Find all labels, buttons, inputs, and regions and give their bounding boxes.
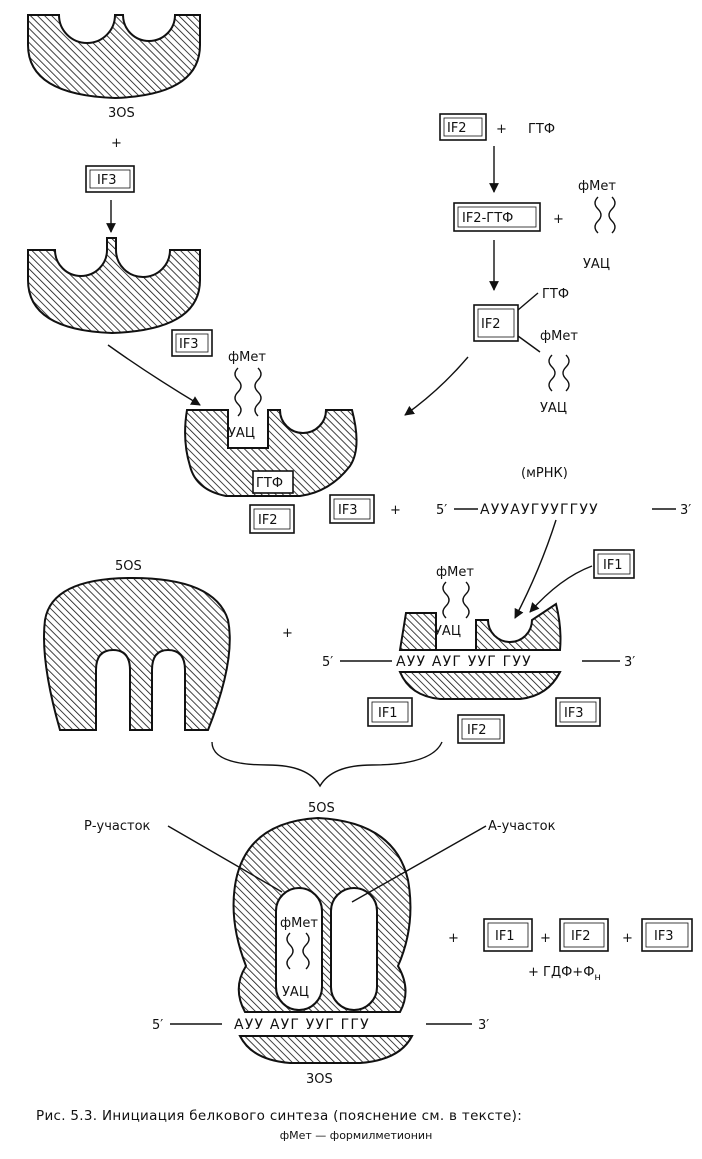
- p-site-pocket: [275, 887, 323, 1011]
- p-site-label: Р-участок: [84, 819, 151, 834]
- if2-factor-label: IF2: [481, 317, 501, 332]
- if1-factor-box: [367, 697, 413, 727]
- subunit-30s-top-label: 3OS: [108, 106, 135, 121]
- if2-factor-label: IF2: [258, 513, 278, 528]
- three-prime-label: 3′: [624, 655, 635, 670]
- plus-sign: +: [448, 931, 459, 946]
- caption-line-1: Рис. 5.3. Инициация белкового синтеза (п…: [36, 1108, 523, 1124]
- if1-factor-label: IF1: [495, 929, 515, 944]
- subunit-50s-label: 5OS: [308, 801, 335, 816]
- plus-sign: +: [553, 212, 564, 227]
- trna-wavy-line: [302, 932, 310, 970]
- if2-factor-label: IF2: [571, 929, 591, 944]
- anticodon-label: УАЦ: [434, 624, 461, 639]
- subunit-30s-top-shape: [27, 14, 201, 100]
- a-site-pocket: [330, 887, 378, 1011]
- three-prime-label: 3′: [478, 1018, 489, 1033]
- plus-sign: +: [496, 122, 507, 137]
- subunit-50s-shape: [43, 576, 231, 731]
- plus-sign: +: [622, 931, 633, 946]
- a-site-label: А-участок: [488, 819, 556, 834]
- if3-factor-label: IF3: [338, 503, 358, 518]
- figure-caption: Рис. 5.3. Инициация белкового синтеза (п…: [36, 1108, 676, 1142]
- mrna-label: (мРНК): [521, 466, 568, 481]
- if1-factor-label: IF1: [603, 558, 623, 573]
- five-prime-label: 5′: [152, 1018, 163, 1033]
- complex-30s-shape: [184, 409, 358, 497]
- trna-wavy-line: [548, 354, 556, 392]
- arrow-curve: [107, 344, 201, 406]
- joining-brace: [211, 741, 443, 788]
- anticodon-label: УАЦ: [282, 985, 309, 1000]
- subunit-30s-bottom-label: 3OS: [306, 1072, 333, 1087]
- if2-gtp-complex-box: [453, 202, 541, 232]
- subunit-30s-lower-band: [238, 1035, 414, 1064]
- complex-30s-mrna-shape: [398, 602, 562, 651]
- trna-wavy-line: [594, 196, 602, 234]
- codon-sequence: АУУ АУГ УУГ ГУУ: [396, 654, 532, 670]
- fmet-label: фМет: [280, 916, 318, 931]
- gtp-box: [252, 470, 294, 494]
- trna-wavy-line: [608, 196, 616, 234]
- codon-sequence: АУУ АУГ УУГ ГГУ: [234, 1017, 370, 1033]
- caption-line-2: фМет — формилметионин: [279, 1129, 433, 1142]
- if3-factor-box: [641, 918, 693, 952]
- trna-wavy-line: [254, 367, 262, 417]
- trna-wavy-line: [234, 367, 242, 417]
- anticodon-label: УАЦ: [583, 257, 610, 272]
- if1-factor-box: [593, 549, 635, 579]
- gtp-label: ГТФ: [542, 287, 569, 302]
- trna-wavy-line: [462, 581, 470, 619]
- arrow-curve: [529, 565, 593, 613]
- three-prime-label: 3′: [680, 503, 691, 518]
- anticodon-label: УАЦ: [540, 401, 567, 416]
- gtp-label: ГТФ: [256, 476, 283, 491]
- fmet-label: фМет: [578, 179, 616, 194]
- plus-sign: +: [390, 503, 401, 518]
- if2-factor-box: [249, 504, 295, 534]
- if2-factor-label: IF2: [447, 121, 467, 136]
- mrna-sequence: АУУАУГУУГГУУ: [480, 502, 599, 518]
- fmet-label: фМет: [540, 329, 578, 344]
- subunit-30s-lower-band: [398, 671, 562, 700]
- if3-factor-label: IF3: [97, 173, 117, 188]
- if2-factor-box: [473, 304, 519, 342]
- gtp-label: ГТФ: [528, 122, 555, 137]
- if1-factor-label: IF1: [378, 706, 398, 721]
- fmet-label: фМет: [228, 350, 266, 365]
- if3-factor-label: IF3: [564, 706, 584, 721]
- anticodon-label: УАЦ: [228, 426, 255, 441]
- if1-factor-box: [483, 918, 533, 952]
- if3-factor-box: [555, 697, 601, 727]
- released-products: + ГДФ+Фн: [528, 965, 601, 983]
- plus-sign: +: [540, 931, 551, 946]
- subunit-50s-label: 5OS: [115, 559, 142, 574]
- if3-factor-label: IF3: [654, 929, 674, 944]
- arrow-curve: [514, 519, 557, 619]
- if2-factor-box: [559, 918, 609, 952]
- five-prime-label: 5′: [436, 503, 447, 518]
- if3-factor-label: IF3: [179, 337, 199, 352]
- if2-factor-box: [457, 714, 505, 744]
- trna-wavy-line: [442, 581, 450, 619]
- subunit-30s-if3-shape: [27, 237, 201, 335]
- fmet-label: фМет: [436, 565, 474, 580]
- five-prime-label: 5′: [322, 655, 333, 670]
- if2-gtp-complex-label: IF2-ГТФ: [462, 211, 513, 226]
- if2-factor-label: IF2: [467, 723, 487, 738]
- trna-wavy-line: [562, 354, 570, 392]
- plus-sign: +: [111, 136, 122, 151]
- if3-factor-box: [329, 494, 375, 524]
- plus-sign: +: [282, 626, 293, 641]
- arrow-curve: [404, 356, 469, 416]
- trna-wavy-line: [286, 932, 294, 970]
